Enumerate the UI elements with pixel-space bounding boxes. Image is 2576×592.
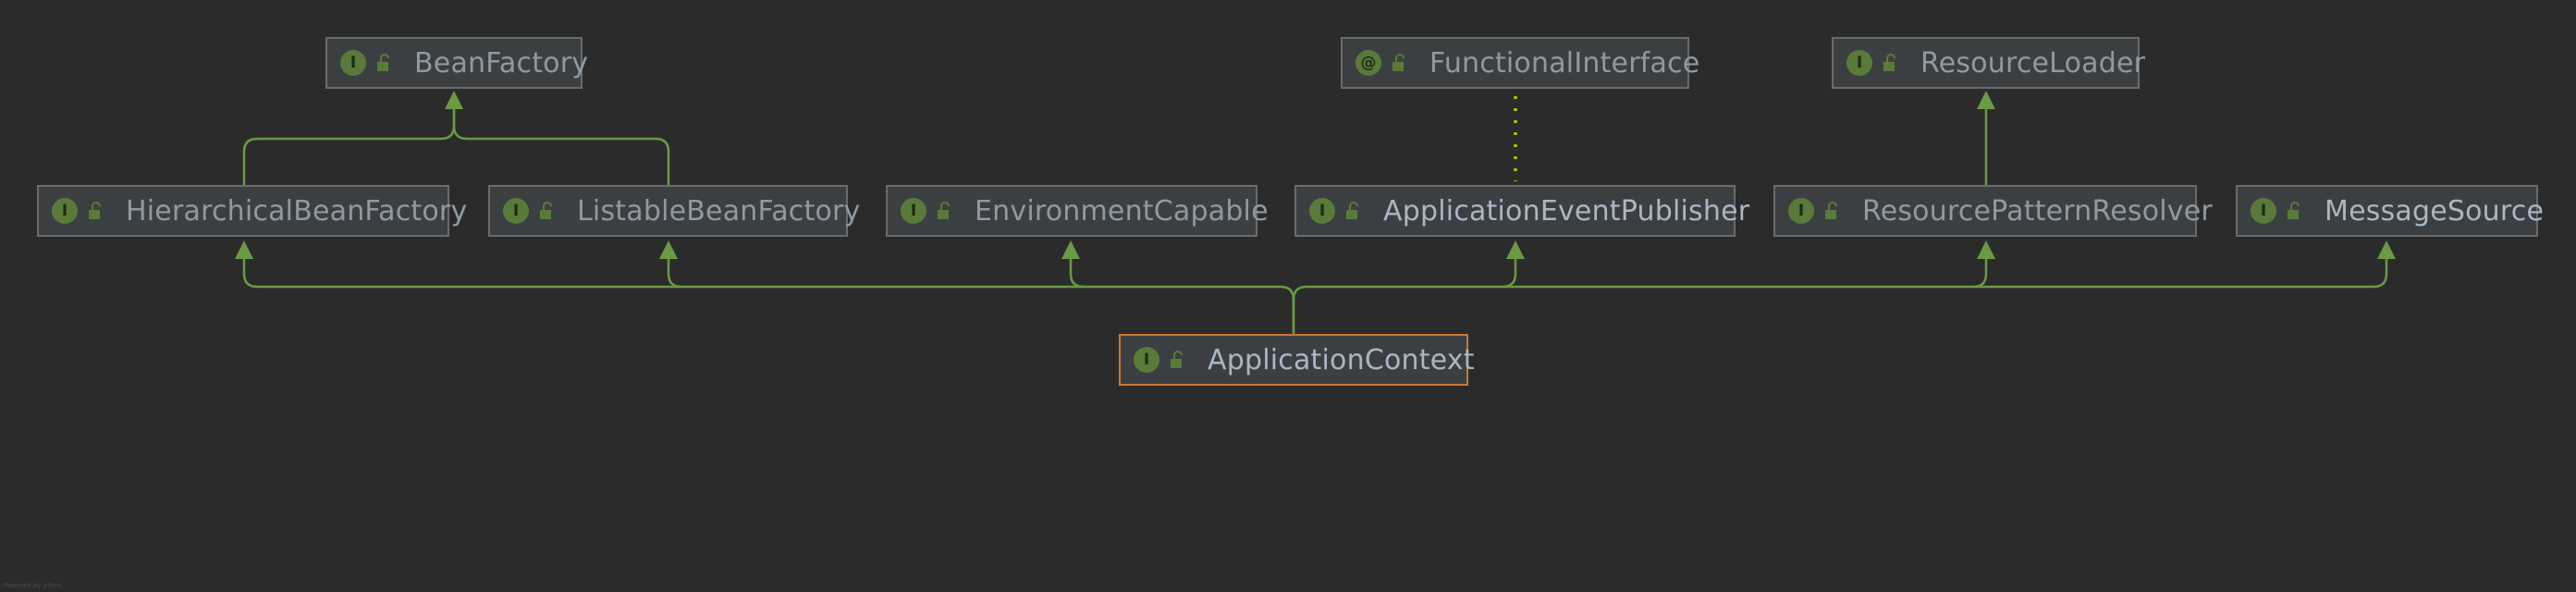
arrowhead-appcontext-1 — [659, 240, 678, 259]
interface-icon: I — [1788, 198, 1814, 224]
node-label: ApplicationEventPublisher — [1383, 194, 1750, 228]
interface-icon: I — [1134, 347, 1159, 373]
arrowhead-appcontext-4 — [1977, 240, 1995, 259]
unlocked-icon — [1346, 202, 1358, 219]
unlocked-icon — [1825, 202, 1837, 219]
unlocked-icon — [540, 202, 552, 219]
interface-icon: I — [340, 50, 366, 76]
node-label: MessageSource — [2325, 194, 2545, 228]
node-bean-factory[interactable]: I BeanFactory — [325, 37, 588, 89]
node-application-event-publisher[interactable]: I ApplicationEventPublisher — [1294, 185, 1749, 237]
node-listable-bean-factory[interactable]: I ListableBeanFactory — [488, 185, 860, 237]
edge-listable-to-beanfactory — [452, 109, 670, 185]
arrowhead-resourceloader — [1977, 91, 1995, 109]
node-message-source[interactable]: I MessageSource — [2236, 185, 2544, 237]
interface-icon: I — [1846, 50, 1872, 76]
node-label: HierarchicalBeanFactory — [126, 194, 468, 228]
node-label: ResourcePatternResolver — [1862, 194, 2213, 228]
edge-appcontext-to-hierarchical — [242, 259, 1281, 289]
node-label: ListableBeanFactory — [577, 194, 861, 228]
node-application-context[interactable]: I ApplicationContext — [1119, 334, 1475, 386]
node-label: EnvironmentCapable — [975, 194, 1269, 228]
edge-appcontext-to-listable — [667, 259, 682, 289]
node-label: ApplicationContext — [1208, 343, 1475, 376]
unlocked-icon — [1883, 54, 1895, 71]
node-functional-interface[interactable]: @ FunctionalInterface — [1341, 37, 1699, 89]
arrowhead-appcontext-3 — [1506, 240, 1525, 259]
node-resource-pattern-resolver[interactable]: I ResourcePatternResolver — [1773, 185, 2213, 237]
unlocked-icon — [938, 202, 950, 219]
edge-appcontext-to-resolver — [1972, 259, 1988, 289]
arrowhead-appcontext-5 — [2377, 240, 2396, 259]
unlocked-icon — [2288, 202, 2300, 219]
node-hierarchical-bean-factory[interactable]: I HierarchicalBeanFactory — [37, 185, 467, 237]
watermark: Powered by yFiles — [4, 582, 62, 589]
arrowhead-appcontext-2 — [1061, 240, 1080, 259]
interface-icon: I — [503, 198, 529, 224]
interface-icon: I — [1309, 198, 1335, 224]
arrowhead-appcontext-0 — [235, 240, 253, 259]
unlocked-icon — [377, 54, 389, 71]
edge-appcontext-to-messagesource — [1306, 259, 2388, 289]
interface-icon: I — [901, 198, 926, 224]
edge-appcontext-to-publisher — [1502, 259, 1517, 289]
node-label: ResourceLoader — [1920, 46, 2146, 80]
node-resource-loader[interactable]: I ResourceLoader — [1832, 37, 2145, 89]
edge-appcontext-trunk-right — [1292, 285, 1307, 334]
node-label: FunctionalInterface — [1429, 46, 1700, 80]
interface-icon: I — [52, 198, 78, 224]
unlocked-icon — [1171, 351, 1183, 368]
unlocked-icon — [1392, 54, 1405, 71]
interface-icon: I — [2251, 198, 2276, 224]
edge-hierarchical-to-beanfactory — [242, 109, 456, 185]
arrowhead-beanfactory — [445, 91, 463, 109]
edge-appcontext-to-environment — [1069, 259, 1085, 289]
unlocked-icon — [89, 202, 101, 219]
edge-appcontext-trunk-left — [1280, 285, 1295, 334]
annotation-icon: @ — [1355, 50, 1381, 76]
node-environment-capable[interactable]: I EnvironmentCapable — [886, 185, 1269, 237]
node-label: BeanFactory — [414, 46, 589, 80]
